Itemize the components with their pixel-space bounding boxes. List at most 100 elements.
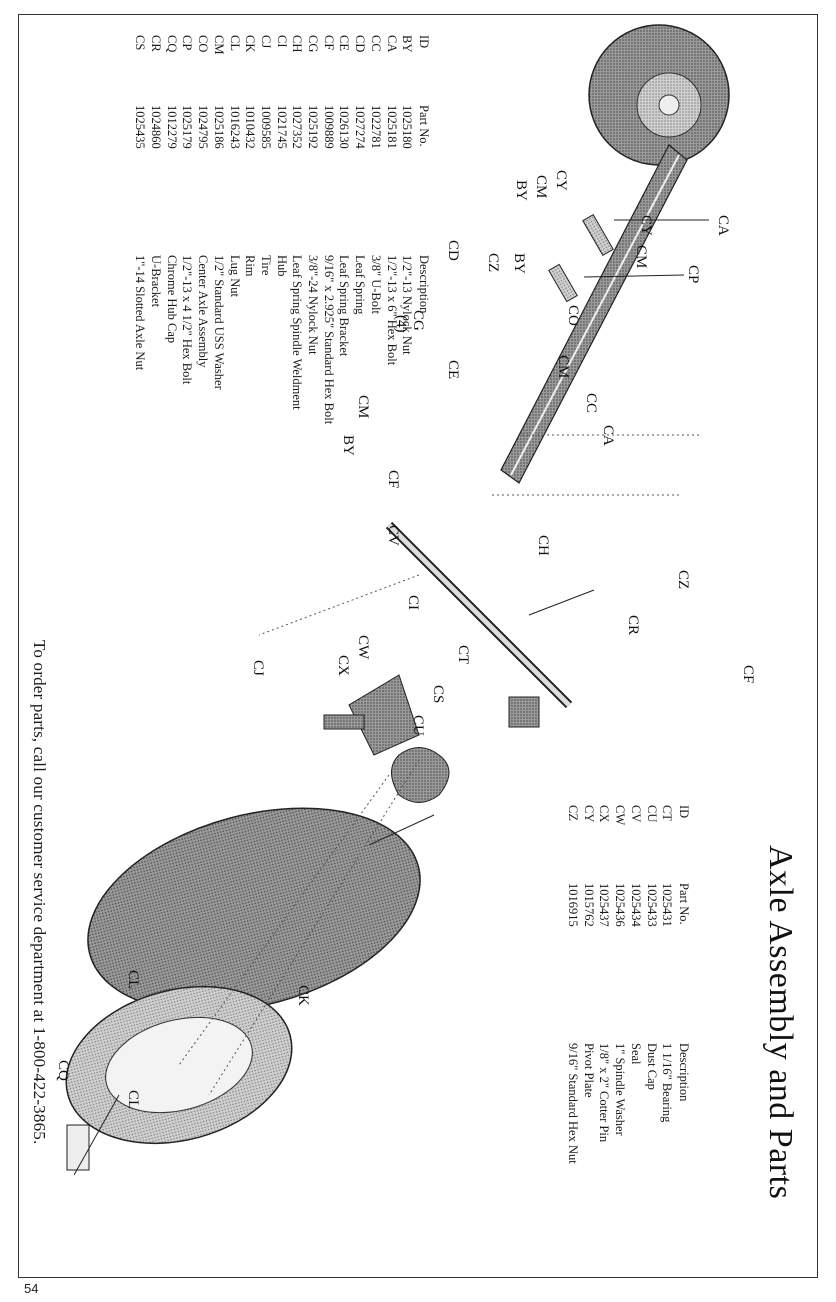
label-cy-top: CY <box>638 215 654 236</box>
label-ct: CT <box>455 645 471 664</box>
col-header-description: Description <box>417 255 431 314</box>
cell-part-no: 1012279 <box>164 105 179 149</box>
cell-id: CT <box>660 805 675 821</box>
pivot-plate-top <box>582 213 614 257</box>
label-cc: CC <box>583 393 599 413</box>
cell-id: CG <box>306 35 321 53</box>
cell-id: CC <box>368 35 383 52</box>
cell-description: Leaf Spring Bracket <box>337 255 352 357</box>
cell-part-no: 1027352 <box>290 105 305 149</box>
cell-id: CI <box>274 35 289 48</box>
label-cx: CX <box>335 655 351 676</box>
label-cl-top: CL <box>125 970 141 989</box>
label-cz-right: CZ <box>675 570 691 589</box>
cell-part-no: 1024860 <box>149 105 164 149</box>
cell-part-no: 1025180 <box>400 105 415 149</box>
cell-description: U-Bracket <box>149 255 164 308</box>
leader-lines <box>73 219 709 1176</box>
cell-part-no: 1016915 <box>566 883 581 927</box>
cell-description: Rim <box>243 255 258 277</box>
cell-description: 1"-14 Slotted Axle Nut <box>133 255 148 371</box>
cell-id: CF <box>321 35 336 51</box>
label-ci: CI <box>405 595 421 610</box>
cell-description: Dust Cap <box>644 1043 659 1090</box>
label-cq: CQ <box>55 1060 71 1081</box>
cell-description: 3/8" U-Bolt <box>368 255 383 314</box>
order-parts-footer: To order parts, call our customer servic… <box>30 640 49 1145</box>
cell-part-no: 1025192 <box>306 105 321 149</box>
cell-part-no: 1009889 <box>321 105 336 149</box>
label-ce: CE <box>445 360 461 379</box>
label-ca-mid: CA <box>600 425 616 446</box>
table-header-row: ID Part No. Description <box>415 35 431 515</box>
cell-description: Seal <box>628 1043 643 1065</box>
u-bracket <box>508 696 540 728</box>
cell-description: Center Axle Assembly <box>196 255 211 368</box>
cell-part-no: 1010432 <box>243 105 258 149</box>
hub <box>391 747 450 803</box>
rotated-page-content: Axle Assembly and Parts <box>19 15 817 1277</box>
cell-part-no: 1024795 <box>196 105 211 149</box>
axle-exploded-diagram: CA CP CY CM CY CM BY CD CZ BY CO CG (4) … <box>55 24 756 1176</box>
label-cm-mid: CM <box>555 355 571 378</box>
col-header-description: Description <box>677 1043 691 1102</box>
label-cd: CD <box>445 240 461 261</box>
cell-id: CS <box>133 35 148 51</box>
label-cw: CW <box>355 635 371 660</box>
label-cg-count: (4) <box>393 315 409 333</box>
cell-id: CO <box>196 35 211 53</box>
cell-part-no: 1025433 <box>644 883 659 927</box>
cell-description: 1 1/16" Bearing <box>660 1043 675 1123</box>
cell-id: CR <box>149 35 164 52</box>
chrome-hub-cap <box>66 1124 90 1171</box>
table-header-row: ID Part No. Description <box>675 805 691 1243</box>
label-by-left: BY <box>513 180 529 201</box>
cell-id: CU <box>644 805 659 823</box>
far-wheel <box>588 24 730 166</box>
cell-part-no: 1025181 <box>384 105 399 149</box>
cell-id: CA <box>384 35 399 53</box>
spindle-weldment <box>323 674 420 756</box>
label-cj: CJ <box>250 660 266 676</box>
label-cv: CV <box>385 525 401 546</box>
label-cp-top: CP <box>685 265 701 283</box>
cell-part-no: 1009585 <box>258 105 273 149</box>
cell-description: Tire <box>258 255 273 276</box>
cell-description: 1/2"-13 x 4 1/2" Hex Bolt <box>180 255 195 385</box>
cell-description: Lug Nut <box>227 255 242 298</box>
label-by-mid: BY <box>511 253 527 274</box>
label-ch: CH <box>535 535 551 556</box>
cell-id: CH <box>290 35 305 53</box>
cell-part-no: 1025186 <box>211 105 226 149</box>
label-cy-left: CY <box>553 170 569 191</box>
label-cr: CR <box>625 615 641 635</box>
label-cf-low: CF <box>385 470 401 488</box>
cell-id: CQ <box>164 35 179 53</box>
cell-part-no: 1027274 <box>353 105 368 149</box>
col-header-id: ID <box>417 35 431 49</box>
cell-part-no: 1025179 <box>180 105 195 149</box>
label-cf-right: CF <box>740 665 756 683</box>
cell-id: CM <box>211 35 226 55</box>
cell-id: CJ <box>258 35 273 49</box>
label-cu: CU <box>410 715 426 736</box>
label-cs: CS <box>430 685 446 703</box>
cell-id: CK <box>243 35 258 53</box>
cell-id: CY <box>581 805 596 823</box>
